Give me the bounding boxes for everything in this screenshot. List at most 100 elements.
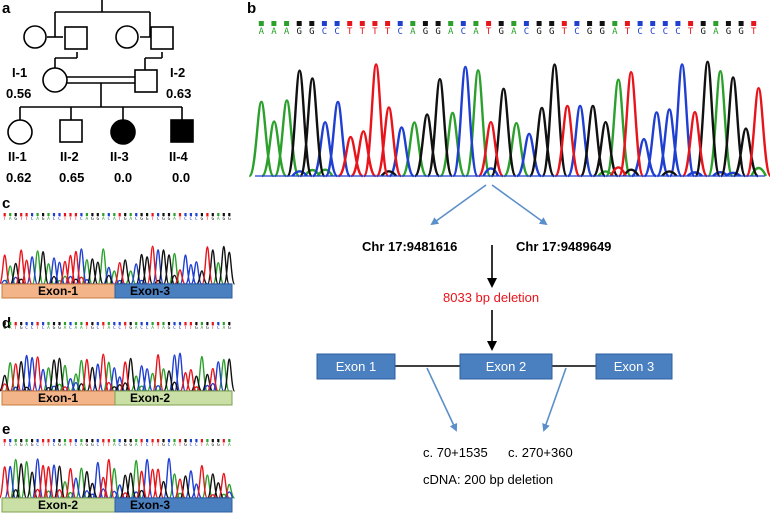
base-call-letter: A: [47, 216, 50, 222]
trace-T-line: [0, 245, 214, 285]
base-call-letter: T: [751, 27, 757, 37]
base-call-letter: C: [53, 442, 56, 448]
base-quality-block: [151, 439, 154, 442]
base-call-letter: C: [168, 442, 171, 448]
trace-A-line: [4, 355, 230, 392]
base-call-letter: C: [140, 325, 143, 331]
base-call-letter: G: [498, 27, 503, 37]
base-quality-block: [178, 213, 182, 216]
base-quality-block: [107, 213, 110, 216]
base-call-letter: G: [91, 216, 94, 222]
base-quality-block: [561, 21, 567, 26]
base-quality-block: [228, 439, 231, 442]
base-call-letter: C: [113, 325, 116, 331]
base-quality-block: [200, 439, 203, 442]
base-quality-block: [52, 439, 56, 442]
base-call-letter: A: [80, 442, 83, 448]
base-quality-block: [397, 21, 403, 26]
base-call-letter: A: [14, 442, 17, 448]
base-quality-block: [637, 21, 643, 26]
base-quality-block: [624, 21, 630, 26]
base-quality-block: [25, 322, 28, 325]
base-call-letter: A: [107, 325, 110, 331]
base-quality-block: [206, 322, 209, 325]
base-call-letter: A: [612, 27, 618, 37]
base-quality-block: [173, 322, 176, 325]
base-quality-block: [157, 213, 160, 216]
base-quality-block: [167, 322, 171, 325]
base-quality-block: [321, 21, 327, 26]
base-call-letter: T: [124, 325, 127, 331]
base-call-letter: T: [562, 27, 568, 37]
grandmother-2-symbol: [115, 25, 139, 49]
cdna-right-label: c. 270+360: [508, 445, 573, 460]
base-call-letter: T: [107, 442, 110, 448]
base-quality-block: [258, 21, 264, 26]
base-call-letter: A: [113, 216, 116, 222]
trace-G-line: [9, 245, 236, 285]
exon-1-box: [316, 353, 396, 380]
base-call-letter: A: [410, 27, 416, 37]
grandfather-1-symbol: [64, 26, 88, 50]
base-quality-block: [74, 322, 77, 325]
base-call-letter: C: [118, 442, 121, 448]
trace-A-line: [248, 69, 767, 178]
base-quality-block: [189, 439, 192, 442]
base-quality-block: [31, 213, 34, 216]
base-call-letter: T: [20, 216, 23, 222]
base-quality-block: [85, 439, 88, 442]
base-quality-block: [675, 21, 681, 26]
base-quality-block: [549, 21, 555, 26]
base-quality-block: [195, 322, 198, 325]
exon-2-label: Exon 2: [486, 359, 526, 374]
base-call-letter: G: [435, 27, 440, 37]
base-quality-block: [511, 21, 517, 26]
grandmother-1-symbol: [23, 25, 47, 49]
base-quality-block: [91, 322, 94, 325]
base-call-letter: C: [58, 216, 61, 222]
base-call-letter: A: [25, 442, 28, 448]
base-quality-block: [146, 439, 149, 442]
panel-e-bar-label-2: Exon-3: [130, 498, 170, 512]
individual-II-4-symbol: [170, 119, 194, 143]
base-quality-block: [385, 21, 391, 26]
base-quality-block: [58, 439, 61, 442]
base-quality-block: [738, 21, 744, 26]
base-quality-block: [184, 322, 187, 325]
base-call-letter: C: [75, 442, 78, 448]
panel-letter-c: c: [2, 195, 10, 212]
base-call-letter: T: [75, 216, 78, 222]
base-call-letter: C: [146, 442, 149, 448]
base-call-letter: T: [201, 442, 204, 448]
base-quality-block: [334, 21, 340, 26]
trace-T-line: [0, 458, 230, 499]
exon-3-box: [595, 353, 673, 380]
individual-II-3-id: II-3: [110, 149, 129, 164]
base-call-letter: A: [129, 216, 132, 222]
base-call-letter: C: [25, 325, 28, 331]
panel-d-bar-exon-2: [114, 390, 233, 406]
base-call-letter: G: [124, 442, 127, 448]
base-quality-block: [200, 213, 203, 216]
base-quality-block: [20, 439, 23, 442]
pedigree-lines: [19, 0, 183, 120]
base-call-letter: G: [96, 216, 99, 222]
base-quality-block: [124, 322, 127, 325]
trace-C-line: [291, 63, 742, 178]
base-call-letter: A: [9, 325, 12, 331]
base-quality-block: [135, 213, 138, 216]
base-call-letter: C: [9, 442, 12, 448]
cdna-left-label: c. 70+1535: [423, 445, 488, 460]
base-quality-block: [211, 439, 214, 442]
base-quality-block: [80, 322, 83, 325]
base-quality-block: [85, 213, 88, 216]
individual-I-2-id: I-2: [170, 65, 185, 80]
base-call-letter: C: [524, 27, 529, 37]
base-quality-block: [102, 439, 105, 442]
base-quality-block: [74, 439, 77, 442]
panel-letter-b: b: [247, 0, 256, 17]
base-call-letter: G: [206, 325, 209, 331]
base-quality-block: [25, 439, 28, 442]
individual-I-1-symbol: [42, 67, 68, 93]
base-call-letter: T: [140, 442, 143, 448]
